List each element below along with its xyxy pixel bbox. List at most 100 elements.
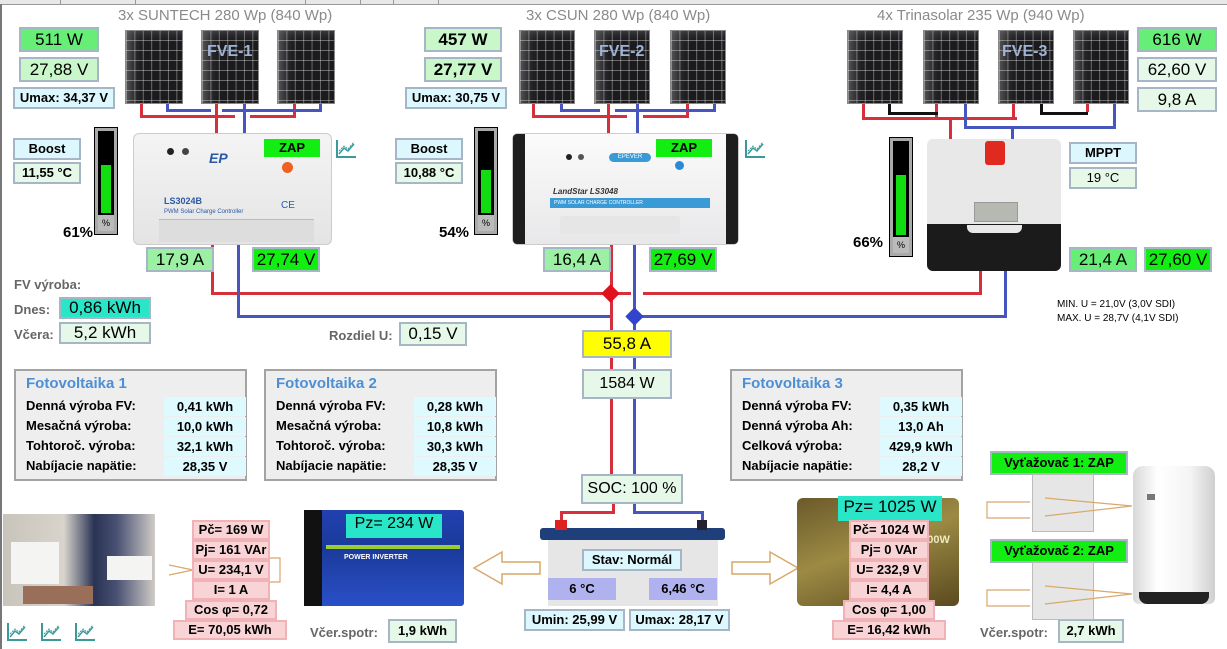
heater-badge: [1147, 494, 1155, 500]
terminal-block: [159, 219, 314, 242]
battery-temp1: 6 °C: [548, 578, 616, 600]
production-heading: FV výroba:: [14, 277, 82, 292]
inverter2-active-power: Pč= 1024 W: [849, 520, 929, 540]
stats-title: Fotovoltaika 2: [276, 375, 377, 392]
inverter1-reactive-power: Pj= 161 VAr: [192, 540, 270, 560]
inverter-stripe: [326, 545, 460, 549]
solar-panel: [519, 30, 575, 104]
solar-panel: [923, 30, 979, 104]
stats-value: 30,3 kWh: [414, 437, 496, 456]
led-icon: [167, 148, 174, 155]
fve3-controller: [927, 139, 1061, 271]
living-room-photo: [3, 514, 155, 606]
fve2-umax: Umax: 30,75 V: [405, 87, 507, 109]
chart-icon[interactable]: [335, 139, 357, 159]
stats-value: 10,0 kWh: [164, 417, 246, 436]
inverter2-reactive-power: Pj= 0 VAr: [849, 540, 929, 560]
furniture: [107, 556, 152, 580]
gauge-unit: %: [893, 237, 909, 253]
voltage-diff-label: Rozdiel U:: [329, 328, 393, 343]
stats-label: Nabíjacie napätie:: [742, 458, 853, 473]
inverter1-apparent-power: Pz= 234 W: [346, 514, 442, 538]
stats-label: Nabíjacie napätie:: [276, 458, 387, 473]
fve2-gauge-label: 54%: [439, 224, 470, 241]
bus-power: 1584 W: [582, 369, 672, 399]
window-left-border: [0, 4, 2, 649]
fve3-mode: MPPT: [1069, 142, 1137, 164]
connector-lines: [168, 557, 281, 583]
mount-bracket: [726, 134, 738, 244]
inverter2-energy: E= 16,42 kWh: [832, 620, 946, 640]
toolbar-segment[interactable]: [305, 0, 361, 4]
fve2-out-voltage: 27,69 V: [649, 247, 717, 272]
gauge-fill: [101, 165, 111, 213]
fve2-temperature: 10,88 °C: [395, 162, 463, 184]
inverter-label: POWER INVERTER: [344, 554, 408, 561]
dumper2-status: Vyťažovač 2: ZAP: [990, 539, 1128, 563]
arrow-right-icon: [731, 550, 800, 586]
fuse-cover: [985, 141, 1005, 165]
dumper-connector-lines: [986, 497, 1133, 607]
fve2-voltage: 27,77 V: [424, 57, 502, 82]
led-icon: [566, 154, 572, 160]
controller-sub: PWM Solar Charge Controller: [164, 209, 244, 215]
toolbar-segment[interactable]: [360, 0, 394, 4]
toolbar-segment[interactable]: [60, 0, 136, 4]
chart-icon[interactable]: [6, 622, 28, 642]
chart-icon[interactable]: [40, 622, 62, 642]
fve3-gauge: %: [889, 137, 913, 257]
positive-junction-icon: [601, 284, 620, 303]
inverter2-yesterday-value: 2,7 kWh: [1058, 619, 1124, 643]
rug: [23, 586, 93, 604]
stats-label: Denná výroba FV:: [26, 398, 136, 413]
stats-label: Denná výroba FV:: [742, 398, 852, 413]
inverter2-voltage: U= 232,9 V: [849, 560, 929, 580]
fve3-label: FVE-3: [1002, 43, 1048, 60]
chart-icon[interactable]: [74, 622, 96, 642]
battery-temp2: 6,46 °C: [649, 578, 717, 600]
inverter1-yesterday-label: Včer.spotr:: [310, 625, 378, 640]
stats-box-fve2: Fotovoltaika 2 Denná výroba FV: 0,28 kWh…: [264, 369, 497, 481]
gauge-unit: %: [98, 215, 114, 231]
controller-model: LandStar LS3048: [553, 187, 618, 196]
toolbar-segment[interactable]: [135, 0, 306, 4]
led-icon: [578, 154, 584, 160]
stats-label: Denná výroba Ah:: [742, 418, 853, 433]
fve1-out-voltage: 27,74 V: [252, 247, 320, 272]
inverter2-current: I= 4,4 A: [849, 580, 929, 600]
ce-mark: CE: [281, 200, 295, 211]
fve1-state: ZAP: [264, 139, 320, 157]
voltage-diff-value: 0,15 V: [399, 322, 467, 346]
production-yesterday-value: 5,2 kWh: [59, 322, 151, 344]
fve2-label: FVE-2: [599, 43, 645, 60]
led-icon: [182, 148, 189, 155]
epever-logo: EPEVER: [609, 153, 651, 162]
fve3-out-current: 21,4 A: [1069, 247, 1137, 272]
inverter-side: [304, 510, 322, 606]
chart-icon[interactable]: [744, 139, 766, 159]
button-area: [967, 225, 1022, 233]
stats-value: 28,2 V: [880, 457, 962, 476]
production-today-label: Dnes:: [14, 302, 51, 317]
toolbar-segment[interactable]: [0, 0, 61, 4]
solar-panel: [998, 30, 1054, 104]
solar-panel: [201, 30, 259, 104]
negative-junction-icon: [625, 307, 644, 326]
limit-max: MAX. U = 28,7V (4,1V SDI): [1057, 313, 1179, 324]
battery-positive-terminal-icon: [555, 520, 567, 530]
arrow-left-icon: [472, 550, 541, 586]
stats-label: Tohtoroč. výroba:: [276, 438, 386, 453]
limit-min: MIN. U = 21,0V (3,0V SDI): [1057, 299, 1176, 310]
terminal-block: [560, 216, 680, 234]
stats-label: Denná výroba FV:: [276, 398, 386, 413]
inverter1-power-factor: Cos φ= 0,72: [185, 600, 277, 620]
fve2-mode: Boost: [395, 138, 463, 160]
inverter2-apparent-power: Pz= 1025 W: [838, 496, 942, 521]
inverter2-power-factor: Cos φ= 1,00: [843, 600, 935, 620]
gauge-fill: [481, 170, 491, 213]
stats-label: Nabíjacie napätie:: [26, 458, 137, 473]
stats-value: 10,8 kWh: [414, 417, 496, 436]
battery-state: Stav: Normál: [582, 549, 682, 571]
toolbar-segment[interactable]: [393, 0, 439, 4]
inverter1-active-power: Pč= 169 W: [192, 520, 270, 540]
